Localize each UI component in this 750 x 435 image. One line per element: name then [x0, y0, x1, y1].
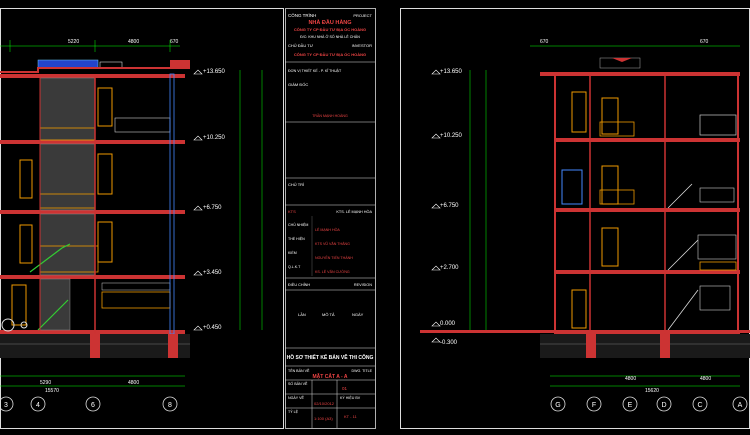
rev-col-3: NGÀY: [352, 312, 364, 317]
axis-label: C: [697, 402, 702, 409]
left-level-3: +6.750: [203, 205, 222, 211]
right-dim-top-1: 670: [540, 39, 549, 45]
design-label: ĐƠN VỊ THIẾT KẾ - P. KĨ THUẬT: [288, 68, 342, 73]
left-level-4: +3.450: [203, 270, 222, 276]
right-dim-bottom-2: 4800: [700, 376, 711, 382]
drawing-name: MẶT CẮT A - A: [313, 372, 348, 380]
right-level-2: +10.250: [440, 133, 463, 139]
check-value: KT - 11: [344, 414, 358, 419]
left-level-2: +10.250: [203, 135, 226, 141]
check-label: KÝ HIỆU BV: [340, 395, 361, 400]
axis-label: A: [738, 402, 743, 409]
axis-label: D: [661, 402, 666, 409]
right-level-5: 0.000: [440, 321, 456, 327]
company-line: CÔNG TY CP ĐẦU TƯ ĐỊA ỐC HOÀNG: [294, 27, 366, 32]
axis-label: G: [555, 402, 560, 409]
role-label: CHỦ NHIỆM: [288, 222, 308, 227]
kts-label: KTS: [288, 209, 296, 214]
chuthi-label: CHỦ TRÌ: [288, 182, 304, 187]
axis-label: 6: [91, 402, 95, 409]
stage-title: HỒ SƠ THIẾT KẾ BẢN VẼ THI CÔNG: [287, 353, 374, 361]
right-dim-total: 15620: [645, 388, 659, 394]
dim-top-2: 4800: [128, 39, 139, 45]
right-section: 670 670: [420, 39, 750, 412]
role-name: NGUYỄN TIẾN THÀNH: [315, 255, 353, 260]
owner-label: CHỦ ĐẦU TƯ: [288, 43, 314, 48]
dim-top-3: 670: [170, 39, 179, 45]
left-dim-total: 15570: [45, 388, 59, 394]
role-name: KTS VŨ VĂN THẮNG: [315, 241, 350, 246]
role-label: THỂ HIỆN: [288, 236, 305, 241]
rev-col-1: LẦN: [298, 312, 306, 317]
owner-name: CÔNG TY CP ĐẦU TƯ ĐỊA ỐC HOÀNG: [294, 52, 366, 57]
right-dim-bottom-1: 4800: [625, 376, 636, 382]
scale-value: 1:100 (A3): [314, 416, 333, 421]
dim-top-1: 5220: [68, 39, 79, 45]
project-name: NHÀ ĐẦU HÀNG: [308, 19, 351, 26]
drawing-name-en: DWG. TITLE: [352, 369, 373, 373]
right-dim-top-2: 670: [700, 39, 709, 45]
left-sheet-frame: [0, 8, 284, 429]
drawing-no-label: SỐ BẢN VẼ: [288, 381, 308, 386]
owner-en: INVESTOR: [352, 43, 372, 48]
axis-label: 4: [36, 402, 40, 409]
right-level-4: +2.700: [440, 265, 459, 271]
project-en: PROJECT: [353, 13, 372, 18]
director-label: GIÁM ĐỐC: [288, 82, 308, 87]
rev-col-2: MÔ TẢ: [322, 312, 335, 317]
right-level-3: +6.750: [440, 203, 459, 209]
dept-label: KTS. LÊ MẠNH HÒA: [336, 209, 372, 214]
role-name: LÊ MẠNH HÒA: [315, 227, 340, 232]
director-name: TRẦN MẠNH HOÀNG: [312, 114, 348, 118]
left-section: 5220 4800 670: [0, 39, 263, 412]
left-level-5: +0.450: [203, 325, 222, 331]
revision-label: ĐIỀU CHỈNH: [288, 282, 310, 287]
role-label: Q.L.K.T: [288, 265, 301, 269]
axis-label: E: [628, 402, 633, 409]
scale-label: TỶ LỆ: [288, 409, 299, 414]
drawing-no: 01: [342, 386, 348, 391]
right-level-6: -0.300: [440, 340, 458, 346]
role-label: KIỂM: [288, 250, 297, 255]
date-label: NGÀY VẼ: [288, 395, 305, 400]
revision-en: REVISION: [354, 283, 372, 287]
right-level-1: +13.650: [440, 69, 463, 75]
drawing-name-label: TÊN BẢN VẼ: [288, 368, 310, 373]
right-axis-bubbles: G F E D C A: [550, 396, 748, 412]
project-label: CÔNG TRÌNH: [288, 12, 316, 18]
left-dim-bottom-2: 4800: [128, 380, 139, 386]
title-block: CÔNG TRÌNH PROJECT NHÀ ĐẦU HÀNG CÔNG TY …: [285, 8, 376, 429]
left-axis-bubbles: 3 4 6 8: [0, 396, 178, 412]
left-dim-bottom-1: 5290: [40, 380, 51, 386]
address-label: Đ/C: KHU NHÀ Ở SỐ NHÀ LÊ CHÂN: [300, 34, 360, 39]
axis-label: 8: [168, 402, 172, 409]
axis-label: F: [592, 402, 596, 409]
date-value: 02/10/2012: [314, 401, 335, 406]
axis-label: 3: [4, 402, 8, 409]
left-level-1: +13.650: [203, 69, 226, 75]
role-name: KS. LÊ VĂN CƯỜNG: [315, 269, 350, 274]
